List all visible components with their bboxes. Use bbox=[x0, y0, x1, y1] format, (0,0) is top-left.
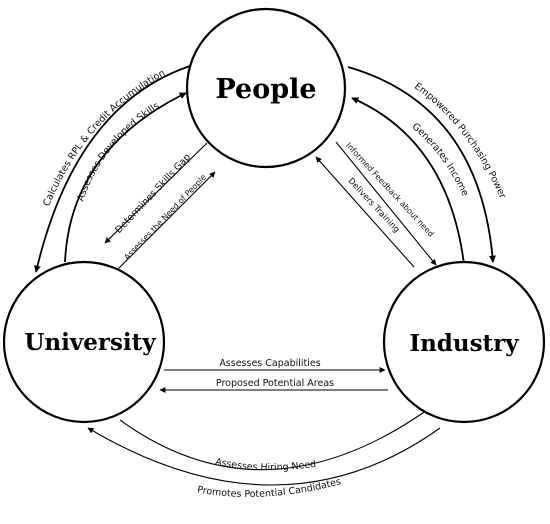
label-assesses-capabilities: Assesses Capabilities bbox=[219, 358, 320, 369]
label-calculates-rpl: Calculates RPL & Credit Accumulation bbox=[41, 68, 167, 208]
label-determines-skills-gap: Determines Skills Gap bbox=[113, 152, 193, 236]
arc-generates-income bbox=[351, 97, 465, 265]
label-assesses-developed-skills: Assesses Developed Skills bbox=[75, 100, 161, 202]
label-proposed-potential-areas: Proposed Potential Areas bbox=[216, 378, 334, 389]
arc-calculates-rpl bbox=[34, 65, 191, 273]
arc-assesses-need-of-people bbox=[117, 171, 216, 270]
arc-delivers-training bbox=[315, 156, 415, 268]
arc-empowered-purchasing-power bbox=[347, 66, 496, 263]
label-assesses-hiring-need: Assesses Hiring Need bbox=[214, 456, 317, 473]
node-university: University bbox=[2, 260, 166, 424]
node-university-label: University bbox=[24, 329, 156, 356]
node-people: People bbox=[185, 7, 347, 169]
arc-informed-feedback bbox=[335, 141, 437, 266]
arc-assesses-hiring-need bbox=[119, 407, 431, 471]
arc-determines-skills-gap bbox=[104, 142, 208, 244]
node-industry: Industry bbox=[382, 260, 546, 424]
arc-promotes-potential-candidates bbox=[87, 427, 441, 486]
node-people-label: People bbox=[215, 74, 316, 105]
label-delivers-training: Delivers Training bbox=[346, 176, 402, 235]
arc-assesses-developed-skills bbox=[64, 92, 187, 263]
node-industry-label: Industry bbox=[409, 330, 519, 357]
